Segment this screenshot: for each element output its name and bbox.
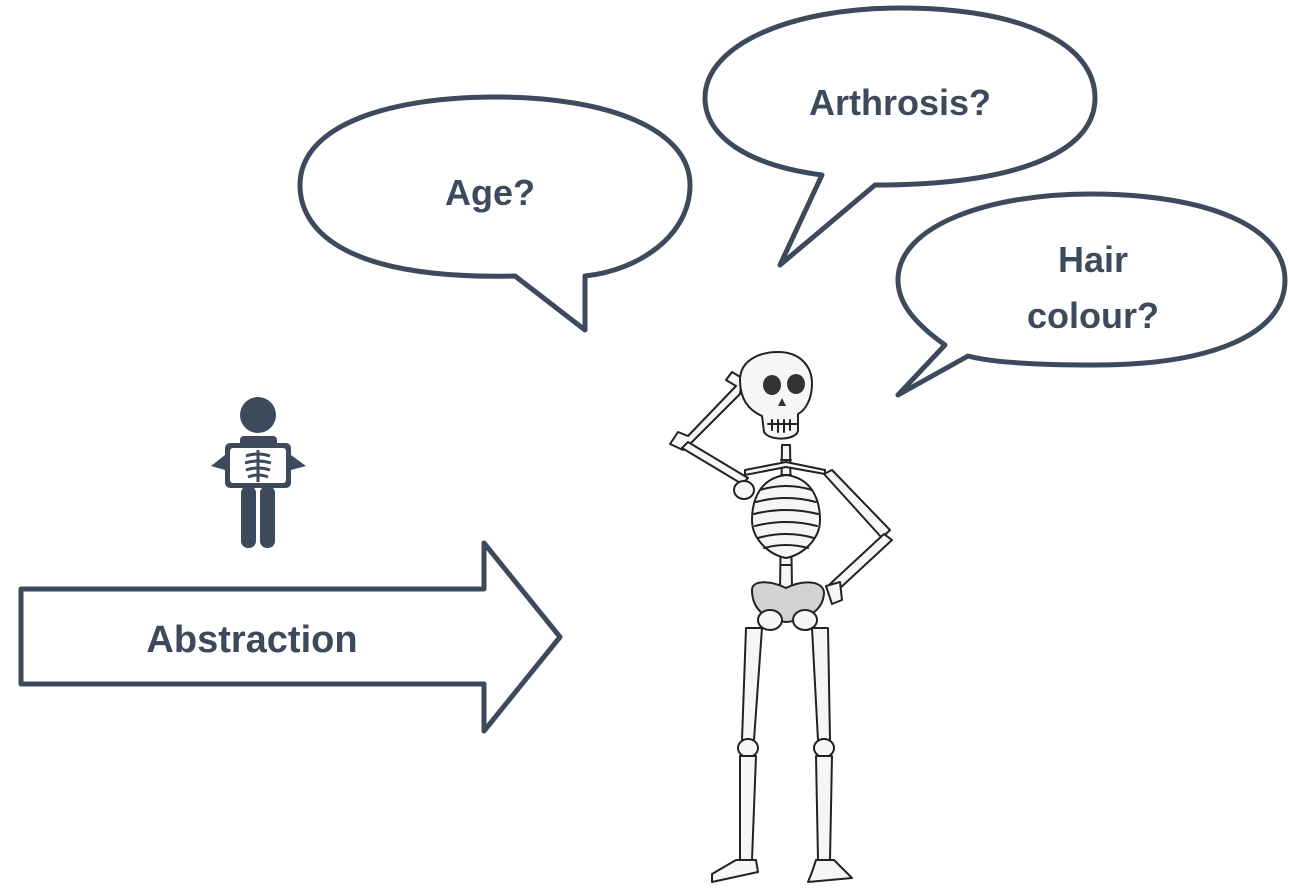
speech-bubble-hair-colour: Hair colour? bbox=[898, 194, 1285, 395]
skeleton-upper-arm-left bbox=[670, 372, 742, 450]
skeleton-foot-left bbox=[712, 860, 758, 882]
bubble-hair-line1: Hair bbox=[1058, 239, 1128, 280]
abstraction-arrow: Abstraction bbox=[21, 543, 560, 731]
bubble-hair-line2: colour? bbox=[1027, 295, 1159, 336]
skeleton-tibia-right bbox=[816, 756, 832, 860]
skeleton-femur-right bbox=[812, 628, 830, 740]
bubble-arthrosis-text: Arthrosis? bbox=[809, 82, 991, 123]
person-xray-icon bbox=[211, 397, 306, 548]
skeleton-upper-arm-right bbox=[824, 470, 890, 538]
skeleton-illustration bbox=[670, 352, 892, 882]
bubble-age-text: Age? bbox=[445, 172, 535, 213]
arrow-label: Abstraction bbox=[146, 619, 357, 661]
skeleton-skull bbox=[740, 352, 812, 439]
skeleton-tibia-left bbox=[740, 756, 756, 860]
speech-bubble-age: Age? bbox=[300, 97, 690, 330]
skeleton-foot-right bbox=[808, 860, 852, 882]
skeleton-femur-left bbox=[742, 628, 762, 740]
